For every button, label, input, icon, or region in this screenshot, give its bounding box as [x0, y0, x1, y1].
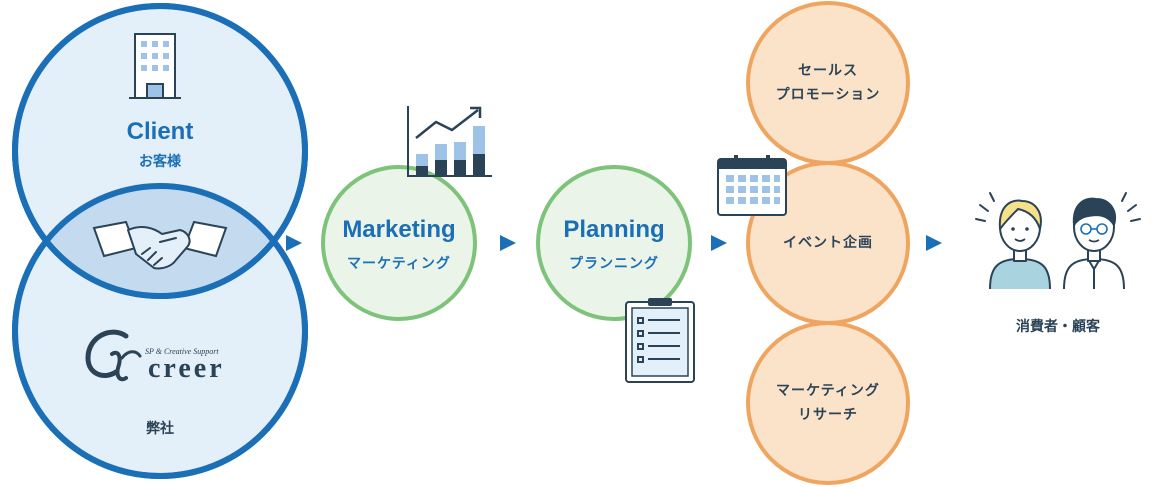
planning-circle [536, 165, 692, 321]
planning-subtitle: プランニング [569, 256, 659, 272]
client-title: Client [126, 118, 194, 145]
marketing-circle [321, 165, 477, 321]
logo-tagline: SP & Creative Support [145, 347, 219, 356]
flow-arrow [711, 235, 727, 251]
service-label: イベント企画 [783, 235, 873, 251]
flow-arrow [286, 235, 302, 251]
client-subtitle: お客様 [139, 154, 181, 170]
service-label: プロモーション [775, 87, 881, 103]
company-label: 弊社 [146, 421, 174, 437]
flow-arrow [500, 235, 516, 251]
overlap-lens [12, 3, 308, 479]
logo-name: creer [148, 353, 225, 384]
consumers-icon [975, 192, 1141, 290]
marketing-title: Marketing [342, 216, 456, 243]
service-label: セールス [798, 63, 858, 79]
service-label: マーケティング [776, 383, 880, 399]
marketing-subtitle: マーケティング [347, 256, 451, 272]
calendar-icon [717, 155, 787, 216]
building-icon [129, 33, 181, 99]
flow-arrow [926, 235, 942, 251]
planning-title: Planning [563, 216, 665, 243]
creer-logo-icon [85, 329, 142, 382]
consumers-label: 消費者・顧客 [1016, 319, 1100, 335]
marketing-research-circle [746, 321, 910, 485]
service-label: リサーチ [798, 407, 858, 423]
clipboard-icon [625, 298, 695, 383]
growth-chart-icon [407, 106, 492, 177]
handshake-icon [92, 220, 228, 270]
